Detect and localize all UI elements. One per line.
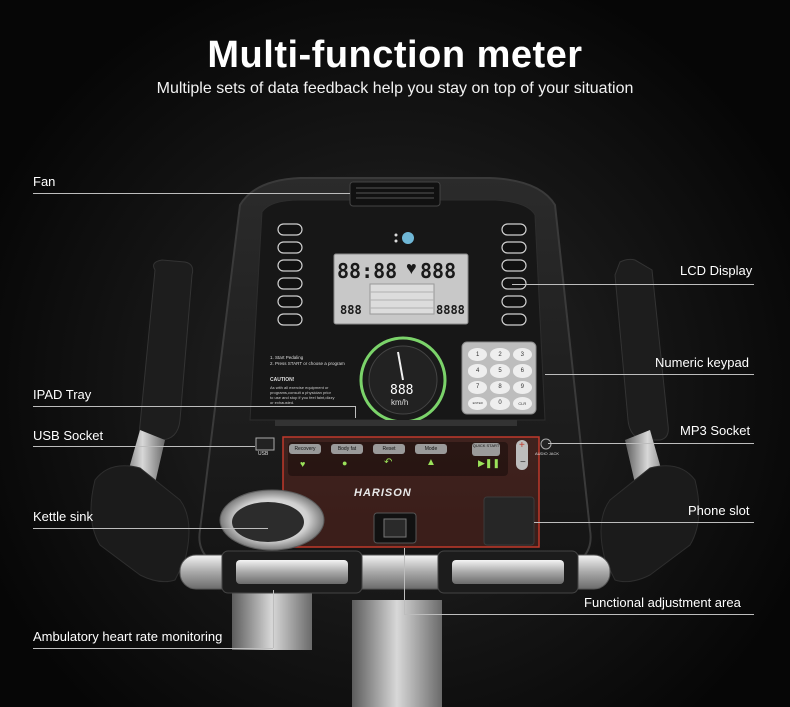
callout-lcd-line (512, 284, 754, 285)
callout-functional-line (404, 614, 754, 615)
callout-mp3-socket: MP3 Socket (680, 423, 751, 438)
post (352, 600, 442, 707)
page-subtitle: Multiple sets of data feedback help you … (156, 80, 634, 97)
callout-keypad-line (545, 374, 754, 375)
callout-lcd-display: LCD Display (680, 263, 753, 278)
heart-icon: ♥ (300, 459, 306, 469)
key-5[interactable]: 5 (490, 364, 510, 378)
callout-functional-area: Functional adjustment area (584, 595, 741, 610)
lcd-small-readout-1: 888 (340, 303, 362, 317)
key-enter[interactable]: ENTER (468, 396, 488, 410)
page-title: Multi-function meter (207, 34, 583, 76)
callout-heart-rate: Ambulatory heart rate monitoring (33, 629, 223, 644)
callout-ipad-tray: IPAD Tray (33, 387, 92, 402)
fan-grille (349, 181, 441, 207)
recovery-button[interactable]: Recovery (289, 444, 321, 454)
brand-logo: HARISON (354, 487, 412, 499)
lcd-time-readout: 88:88 (337, 259, 398, 283)
key-9[interactable]: 9 (512, 380, 532, 394)
callout-usb-line (33, 446, 255, 447)
heart-icon: ♥ (406, 258, 417, 278)
caution-line-2: programs,consult a physician prior (270, 390, 331, 395)
usb-label: USB (258, 451, 269, 457)
instruction-2: 2. Press START or choose a program (270, 361, 345, 366)
caution-line-3: to use and stop if you feel faint,dizzy (270, 395, 335, 400)
key-8[interactable]: 8 (490, 380, 510, 394)
lcd-right-readout: 888 (420, 259, 457, 283)
callout-kettle-sink: Kettle sink (33, 509, 93, 524)
phone-slot (483, 496, 535, 546)
numeric-keypad: 1 2 3 4 5 6 7 8 9 ENTER 0 CLR (468, 348, 532, 410)
callout-fan: Fan (33, 174, 56, 189)
callout-phone-slot: Phone slot (688, 503, 750, 518)
caution-title: CAUTION! (270, 377, 295, 383)
play-pause-icon: ▶❚❚ (478, 458, 501, 468)
level-control[interactable] (516, 440, 528, 470)
audio-jack-label: AUDIO JACK (535, 451, 560, 456)
key-6[interactable]: 6 (512, 364, 532, 378)
level-down-icon: − (520, 457, 526, 468)
level-up-icon: + (519, 440, 525, 451)
callout-heart-rate-line (33, 648, 273, 649)
reset-icon: ↶ (384, 457, 393, 468)
speed-value: 888 (390, 383, 414, 398)
key-2[interactable]: 2 (490, 348, 510, 362)
right-grip (600, 465, 700, 583)
body-fat-icon: ● (342, 458, 348, 468)
instruction-1: 1. Start Pedaling (270, 355, 304, 360)
callout-ipad-line (33, 406, 355, 407)
speed-unit: km/h (391, 398, 409, 407)
left-grip (90, 465, 190, 583)
left-upright-handle (139, 259, 194, 441)
body-fat-button[interactable]: Body fat (331, 444, 363, 454)
quick-start-button[interactable]: QUICK START (472, 443, 500, 456)
mode-icon: ▲ (426, 457, 436, 468)
right-upright-handle (614, 258, 669, 441)
reset-button[interactable]: Reset (373, 444, 405, 454)
caution-line-1: As with all exercise equipment or (270, 385, 329, 390)
callout-kettle-line (33, 528, 268, 529)
callout-mp3-line (548, 443, 754, 444)
callout-usb-socket: USB Socket (33, 428, 104, 443)
callout-phone-line (534, 522, 754, 523)
key-7[interactable]: 7 (468, 380, 488, 394)
key-1[interactable]: 1 (468, 348, 488, 362)
key-3[interactable]: 3 (512, 348, 532, 362)
callout-fan-line (33, 193, 350, 194)
lcd-small-readout-2: 8888 (436, 303, 465, 317)
caution-line-4: or exhausted. (270, 400, 295, 405)
callout-numeric-keypad: Numeric keypad (655, 355, 749, 370)
key-0[interactable]: 0 (490, 396, 510, 410)
key-4[interactable]: 4 (468, 364, 488, 378)
mode-button[interactable]: Mode (415, 444, 447, 454)
key-clr[interactable]: CLR (512, 396, 532, 410)
